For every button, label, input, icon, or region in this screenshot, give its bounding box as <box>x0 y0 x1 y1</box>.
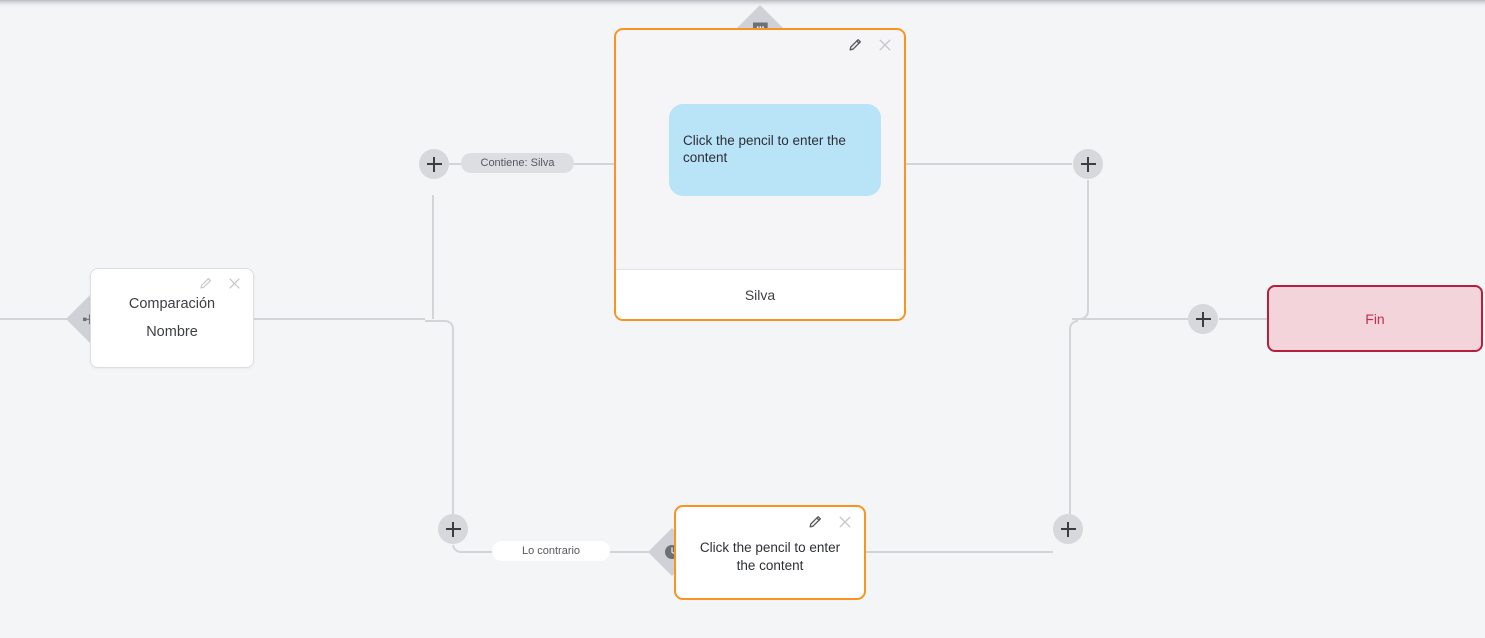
wait-node[interactable]: Click the pencil to enter the content <box>674 505 866 600</box>
pencil-icon[interactable] <box>848 38 862 52</box>
add-step-after-message[interactable] <box>1073 149 1103 179</box>
pencil-icon[interactable] <box>808 515 822 529</box>
comparison-node-title: Comparación <box>128 296 216 312</box>
add-step-branch-false[interactable] <box>438 514 468 544</box>
window-chrome-strip <box>0 0 1485 7</box>
message-node-footer: Silva <box>616 269 904 319</box>
message-node-body: Click the pencil to enter the content <box>616 30 904 270</box>
comparison-node-tools[interactable] <box>199 277 241 290</box>
close-icon[interactable] <box>228 277 241 290</box>
add-step-after-wait[interactable] <box>1053 514 1083 544</box>
message-node-tools[interactable] <box>848 38 892 52</box>
message-node[interactable]: Click the pencil to enter the content Si… <box>614 28 906 321</box>
edge-label-branch-false: Lo contrario <box>492 541 610 561</box>
add-step-branch-true[interactable] <box>419 149 449 179</box>
comparison-node[interactable]: Comparación Nombre <box>90 268 254 368</box>
end-node-label: Fin <box>1365 310 1385 327</box>
end-node[interactable]: Fin <box>1267 285 1483 352</box>
edge-label-branch-true: Contiene: Silva <box>461 153 574 173</box>
comparison-node-subtitle: Nombre <box>146 324 198 340</box>
pencil-icon[interactable] <box>199 277 212 290</box>
add-step-before-end[interactable] <box>1188 304 1218 334</box>
close-icon[interactable] <box>878 38 892 52</box>
wait-node-text: Click the pencil to enter the content <box>699 539 841 573</box>
close-icon[interactable] <box>838 515 852 529</box>
message-bubble: Click the pencil to enter the content <box>669 104 881 196</box>
wait-node-tools[interactable] <box>808 515 852 529</box>
